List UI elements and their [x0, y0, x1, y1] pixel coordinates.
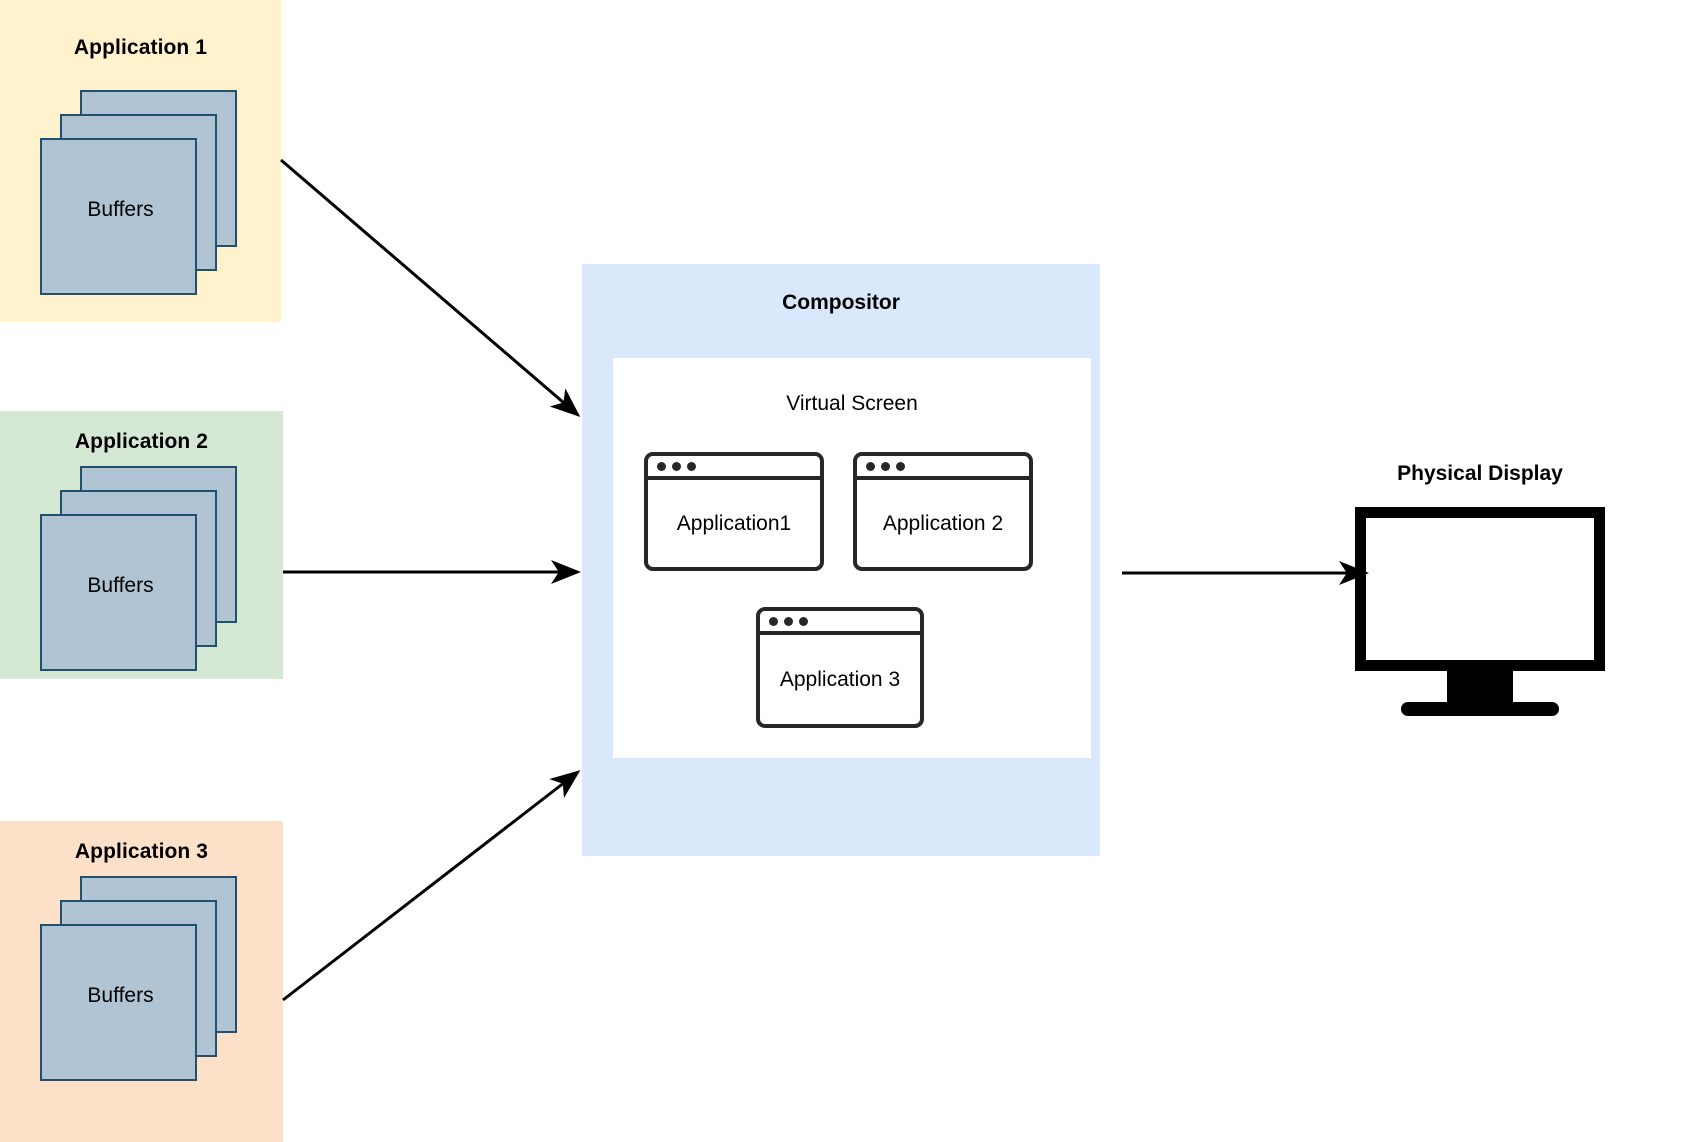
window-titlebar	[648, 456, 820, 480]
window-titlebar	[857, 456, 1029, 480]
window-body: Application 2	[857, 480, 1029, 567]
window-dot-icon	[866, 461, 875, 471]
physical-display-monitor	[1355, 507, 1605, 722]
window-dot-icon	[799, 616, 808, 626]
application-3-title: Application 3	[74, 840, 209, 863]
buffers-label: Buffers	[87, 198, 154, 221]
window-body: Application 3	[760, 635, 920, 724]
window-dot-icon	[896, 461, 905, 471]
window-dot-icon	[657, 461, 666, 471]
application-2-panel: Application 2 Buffers	[0, 411, 283, 679]
window-dot-icon	[881, 461, 890, 471]
window-dot-icon	[784, 616, 793, 626]
window-body: Application1	[648, 480, 820, 567]
monitor-base	[1401, 702, 1559, 716]
virtual-screen: Virtual Screen Application1	[613, 358, 1091, 758]
application-1-title: Application 1	[73, 36, 208, 59]
application-3-panel: Application 3 Buffers	[0, 821, 283, 1142]
virtual-window-application3[interactable]: Application 3	[756, 607, 924, 728]
window-dot-icon	[672, 461, 681, 471]
compositor-title: Compositor	[782, 291, 900, 314]
physical-display-title: Physical Display	[1397, 462, 1563, 485]
buffers-label: Buffers	[87, 574, 154, 597]
window-label: Application 2	[882, 511, 1004, 535]
arrow-app3-to-compositor	[282, 770, 581, 1002]
window-label: Application 3	[779, 667, 901, 691]
application-3-buffer-stack: Buffers	[40, 876, 240, 1086]
virtual-screen-title: Virtual Screen	[786, 392, 918, 415]
buffer-card-front: Buffers	[40, 138, 197, 295]
application-1-panel: Application 1 Buffers	[0, 0, 281, 322]
window-titlebar	[760, 611, 920, 635]
monitor-screen	[1355, 507, 1605, 671]
application-2-title: Application 2	[74, 430, 209, 453]
compositor-panel: Compositor Virtual Screen Application1	[582, 264, 1100, 856]
arrow-app1-to-compositor	[280, 158, 581, 417]
buffers-label: Buffers	[87, 984, 154, 1007]
window-label: Application1	[676, 511, 792, 535]
virtual-window-application1[interactable]: Application1	[644, 452, 824, 571]
application-1-buffer-stack: Buffers	[40, 90, 240, 300]
window-dot-icon	[687, 461, 696, 471]
window-dot-icon	[769, 616, 778, 626]
buffer-card-front: Buffers	[40, 924, 197, 1081]
application-2-buffer-stack: Buffers	[40, 466, 240, 676]
virtual-window-application2[interactable]: Application 2	[853, 452, 1033, 571]
buffer-card-front: Buffers	[40, 514, 197, 671]
